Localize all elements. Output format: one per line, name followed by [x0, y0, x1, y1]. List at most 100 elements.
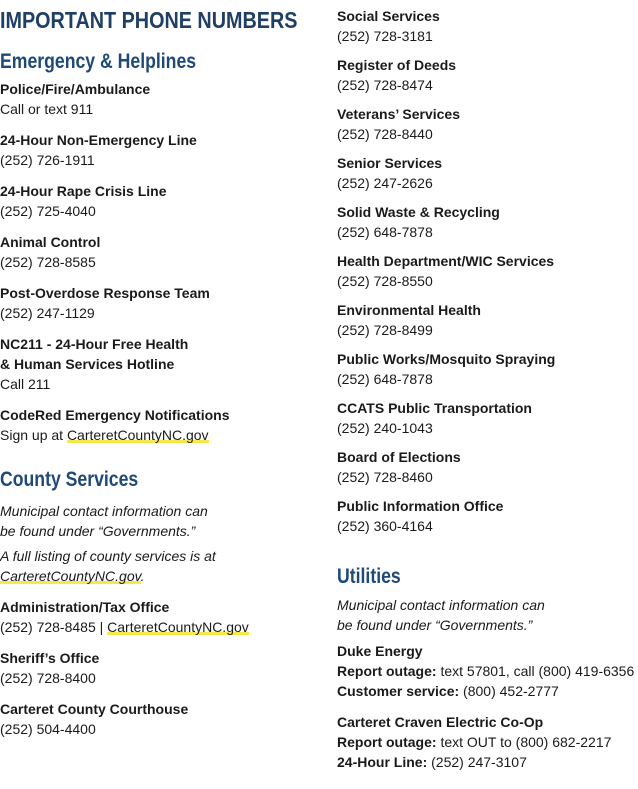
entry-line-report-outage: Report outage: text 57801, call (800) 41…: [337, 661, 637, 681]
entry-value: (252) 728-8485 | CarteretCountyNC.gov: [0, 617, 320, 637]
entry-veterans-services: Veterans’ Services (252) 728-8440: [337, 104, 637, 144]
entry-name: Senior Services: [337, 155, 443, 171]
note-line: Municipal contact information can: [337, 597, 545, 613]
entry-board-of-elections: Board of Elections (252) 728-8460: [337, 447, 637, 487]
note-line: Municipal contact information can: [0, 503, 208, 519]
entry-name: Carteret Craven Electric Co-Op: [337, 714, 544, 730]
entry-value: (252) 247-1129: [0, 305, 95, 321]
entry-name: Administration/Tax Office: [0, 599, 170, 615]
entry-value: (252) 726-1911: [0, 152, 95, 168]
entry-animal-control: Animal Control (252) 728-8585: [0, 232, 320, 272]
line-value: text OUT to (800) 682-2217: [436, 734, 612, 750]
entry-public-works-mosquito: Public Works/Mosquito Spraying (252) 648…: [337, 349, 637, 389]
entry-codered-notifications: CodeRed Emergency Notifications Sign up …: [0, 405, 320, 445]
entry-value: (252) 728-8550: [337, 273, 433, 289]
entry-value: (252) 648-7878: [337, 371, 433, 387]
entry-name: CodeRed Emergency Notifications: [0, 407, 230, 423]
entry-name: Public Information Office: [337, 498, 504, 514]
entry-value: Sign up at CarteretCountyNC.gov: [0, 425, 320, 445]
line-label: Customer service:: [337, 683, 460, 699]
page-title: IMPORTANT PHONE NUMBERS: [0, 7, 298, 33]
entry-value: (252) 240-1043: [337, 420, 433, 436]
entry-administration-tax-office: Administration/Tax Office (252) 728-8485…: [0, 597, 320, 637]
entry-name: Veterans’ Services: [337, 106, 460, 122]
entry-name: Solid Waste & Recycling: [337, 204, 500, 220]
entry-value: (252) 728-8440: [337, 126, 433, 142]
line-value: (252) 247-3107: [427, 754, 527, 770]
utilities-note-municipal: Municipal contact information can be fou…: [337, 595, 637, 635]
entry-duke-energy: Duke Energy Report outage: text 57801, c…: [337, 641, 637, 701]
entry-value: (252) 725-4040: [0, 203, 96, 219]
entry-name: Animal Control: [0, 234, 101, 250]
county-website-link[interactable]: CarteretCountyNC.gov: [0, 568, 141, 584]
utilities-heading: Utilities: [337, 565, 401, 588]
entry-value: (252) 728-8460: [337, 469, 433, 485]
entry-county-courthouse: Carteret County Courthouse (252) 504-440…: [0, 699, 320, 739]
entry-value: (252) 247-2626: [337, 175, 433, 191]
county-note-municipal: Municipal contact information can be fou…: [0, 501, 320, 541]
entry-name: Sheriff’s Office: [0, 650, 100, 666]
entry-carteret-craven-electric: Carteret Craven Electric Co-Op Report ou…: [337, 712, 637, 772]
entry-name: Register of Deeds: [337, 57, 457, 73]
entry-value: Call 211: [0, 376, 51, 392]
entry-value-prefix: Sign up at: [0, 427, 67, 443]
line-label: Report outage:: [337, 734, 437, 750]
entry-register-of-deeds: Register of Deeds (252) 728-8474: [337, 55, 637, 95]
entry-non-emergency-line: 24-Hour Non-Emergency Line (252) 726-191…: [0, 130, 320, 170]
entry-line-report-outage: Report outage: text OUT to (800) 682-221…: [337, 732, 637, 752]
entry-social-services: Social Services (252) 728-3181: [337, 6, 637, 46]
county-website-link[interactable]: CarteretCountyNC.gov: [66, 427, 209, 443]
entry-environmental-health: Environmental Health (252) 728-8499: [337, 300, 637, 340]
entry-public-information-office: Public Information Office (252) 360-4164: [337, 496, 637, 536]
entry-name: NC211 - 24-Hour Free Health: [0, 336, 189, 352]
entry-value: (252) 504-4400: [0, 721, 96, 737]
note-line: be found under “Governments.”: [337, 617, 533, 633]
entry-name: 24-Hour Non-Emergency Line: [0, 132, 197, 148]
entry-value: (252) 728-8400: [0, 670, 96, 686]
entry-name: Social Services: [337, 8, 440, 24]
entry-value: (252) 728-3181: [337, 28, 433, 44]
entry-phone: (252) 728-8485 |: [0, 619, 108, 635]
entry-name: Post-Overdose Response Team: [0, 285, 210, 301]
entry-name: Health Department/WIC Services: [337, 253, 555, 269]
entry-name: Carteret County Courthouse: [0, 701, 189, 717]
entry-rape-crisis-line: 24-Hour Rape Crisis Line (252) 725-4040: [0, 181, 320, 221]
entry-solid-waste-recycling: Solid Waste & Recycling (252) 648-7878: [337, 202, 637, 242]
entry-police-fire-ambulance: Police/Fire/Ambulance Call or text 911: [0, 79, 320, 119]
county-website-link[interactable]: CarteretCountyNC.gov: [107, 619, 249, 635]
line-value: (800) 452-2777: [459, 683, 559, 699]
entry-name: Duke Energy: [337, 643, 423, 659]
entry-post-overdose-team: Post-Overdose Response Team (252) 247-11…: [0, 283, 320, 323]
note-line: be found under “Governments.”: [0, 523, 196, 539]
emergency-heading: Emergency & Helplines: [0, 50, 197, 73]
note-line: A full listing of county services is at: [0, 548, 216, 564]
entry-nc211-hotline: NC211 - 24-Hour Free Health & Human Serv…: [0, 334, 320, 394]
entry-value: (252) 728-8499: [337, 322, 433, 338]
entry-line-customer-service: Customer service: (800) 452-2777: [337, 681, 637, 701]
entry-senior-services: Senior Services (252) 247-2626: [337, 153, 637, 193]
entry-name: Public Works/Mosquito Spraying: [337, 351, 556, 367]
entry-value: (252) 728-8585: [0, 254, 96, 270]
entry-value: (252) 360-4164: [337, 518, 433, 534]
left-column: IMPORTANT PHONE NUMBERS Emergency & Help…: [0, 0, 320, 739]
entry-name: CCATS Public Transportation: [337, 400, 532, 416]
county-services-heading: County Services: [0, 468, 139, 491]
entry-ccats-transportation: CCATS Public Transportation (252) 240-10…: [337, 398, 637, 438]
entry-name: 24-Hour Rape Crisis Line: [0, 183, 167, 199]
entry-value: (252) 648-7878: [337, 224, 433, 240]
entry-name-line2: & Human Services Hotline: [0, 356, 175, 372]
line-value: text 57801, call (800) 419-6356: [436, 663, 635, 679]
county-note-full-listing: A full listing of county services is at …: [0, 546, 320, 586]
entry-name: Board of Elections: [337, 449, 461, 465]
entry-value: Call or text 911: [0, 101, 94, 117]
line-label: Report outage:: [337, 663, 437, 679]
line-label: 24-Hour Line:: [337, 754, 428, 770]
entry-value: (252) 728-8474: [337, 77, 433, 93]
note-line: CarteretCountyNC.gov.: [0, 566, 320, 586]
entry-sheriffs-office: Sheriff’s Office (252) 728-8400: [0, 648, 320, 688]
note-suffix: .: [140, 568, 145, 584]
entry-health-department-wic: Health Department/WIC Services (252) 728…: [337, 251, 637, 291]
entry-name: Police/Fire/Ambulance: [0, 81, 151, 97]
entry-name: Environmental Health: [337, 302, 481, 318]
right-column: Social Services (252) 728-3181 Register …: [337, 0, 637, 772]
